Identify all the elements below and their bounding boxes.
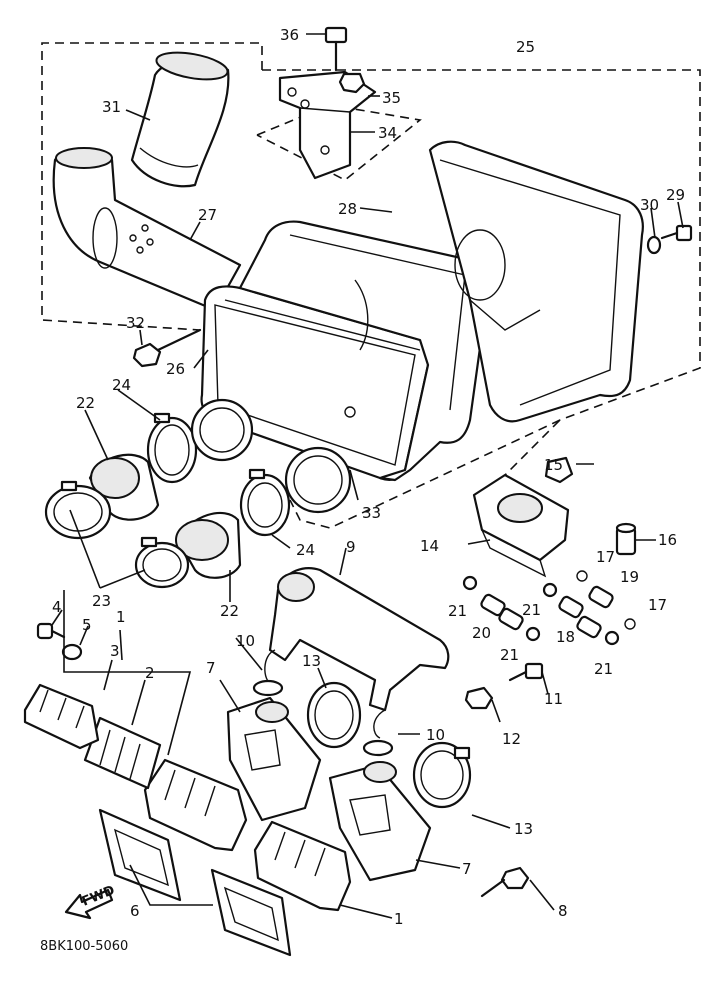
callout-23: 23 [92,592,111,610]
callout-6: 6 [130,902,140,920]
bolt-11 [508,662,544,682]
hose-hose-left [480,593,506,617]
joint-7-lower [328,761,432,882]
nut-12 [464,686,494,710]
callout-16: 16 [658,531,677,549]
callout-3: 3 [110,642,120,660]
clips-17 [576,570,636,630]
callout-11: 11 [544,690,563,708]
callout-2: 2 [145,664,155,682]
callout-9: 9 [346,538,356,556]
clamp-13-upper [306,681,362,749]
callout-14: 14 [420,537,439,555]
bolt-32 [132,328,202,368]
bolt-36 [324,26,348,72]
callout-24b: 24 [296,541,315,559]
reed-valve-1-upper [143,758,248,852]
nut-35 [338,72,366,94]
airbox-lid-28 [428,140,644,423]
callout-18: 18 [556,628,575,646]
callout-4: 4 [52,598,62,616]
callout-17b: 17 [648,596,667,614]
callout-5: 5 [82,616,92,634]
callout-21d: 21 [594,660,613,678]
pump-bracket-14 [472,473,570,578]
callout-labels: 36 25 35 31 34 29 28 30 27 32 26 24 22 1… [52,26,685,928]
hose-18 [558,595,602,639]
clips-21 [462,575,620,646]
callout-10b: 10 [426,726,445,744]
callout-32: 32 [126,314,145,332]
callout-27: 27 [198,206,217,224]
callout-21b: 21 [522,601,541,619]
callout-31: 31 [102,98,121,116]
callout-22b: 22 [220,602,239,620]
callout-34: 34 [378,124,397,142]
callout-7a: 7 [206,659,216,677]
callout-30: 30 [640,196,659,214]
callout-12: 12 [502,730,521,748]
reed-valve-1-lower [253,820,352,912]
screw-29 [660,224,693,242]
clamp-23-lower [134,536,190,589]
callout-29: 29 [666,186,685,204]
callout-35: 35 [382,89,401,107]
cap-15 [544,456,574,484]
gasket-6-lower [210,868,292,957]
hose-19 [588,585,614,609]
callout-28: 28 [338,200,357,218]
intake-duct-31 [130,51,230,188]
callout-8: 8 [558,902,568,920]
reed-stopper-3 [23,683,100,750]
callout-21a: 21 [448,602,467,620]
boot-22-lower [175,511,242,579]
callout-36: 36 [280,26,299,44]
sleeve-16 [615,522,637,556]
callout-25: 25 [516,38,535,56]
clamp-24-lower [239,468,291,537]
fwd-arrow-icon: FWD [64,883,117,920]
callout-19: 19 [620,568,639,586]
joint-7-upper [226,696,322,822]
airbox-outlets [190,398,352,514]
callout-21c: 21 [500,646,519,664]
snorkel-tube-27 [52,147,242,312]
gasket-6-upper [98,808,182,902]
o-ring-10-lower [362,739,394,757]
silencer-9 [264,567,450,739]
callout-1b: 1 [394,910,404,928]
document-code: 8BK100-5060 [40,939,128,954]
callout-24a: 24 [112,376,131,394]
clamp-23-upper [44,480,112,540]
clamp-13-lower [412,741,472,809]
callout-10a: 10 [236,632,255,650]
callout-15: 15 [544,456,563,474]
callout-13b: 13 [514,820,533,838]
callout-7b: 7 [462,860,472,878]
callout-26: 26 [166,360,185,378]
screw-4 [36,622,66,640]
washer-30 [646,235,662,255]
clamp-24-upper [146,412,198,484]
callout-22a: 22 [76,394,95,412]
o-ring-10-upper [252,679,284,697]
callout-13a: 13 [302,652,321,670]
leader-lines [51,33,684,919]
reed-petal-2 [83,716,162,790]
callout-17a: 17 [596,548,615,566]
washer-5 [61,643,83,661]
bolt-8 [480,866,530,898]
callout-33: 33 [362,504,381,522]
callout-1a: 1 [116,608,126,626]
callout-20: 20 [472,624,491,642]
